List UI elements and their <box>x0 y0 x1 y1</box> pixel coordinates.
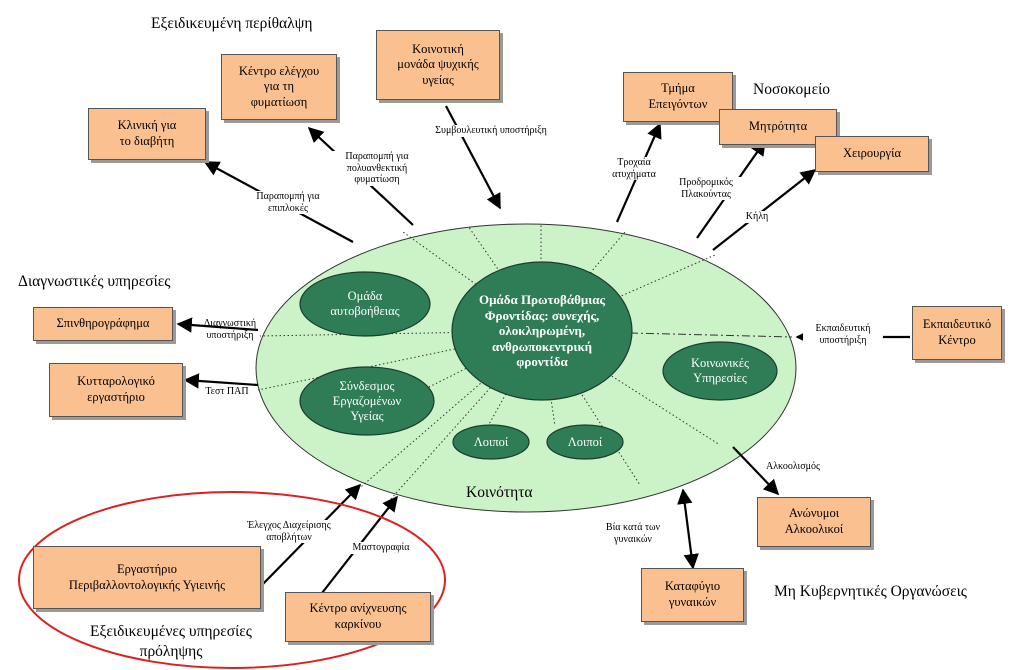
oval-primary-care: Ομάδα Πρωτοβάθμιας Φροντίδας: συνεχής, ο… <box>450 260 634 402</box>
box-surgery: Χειρουργία <box>815 136 929 172</box>
oval-self-help-shape <box>299 271 431 337</box>
label-counseling-support: Συμβουλευτική υποστήριξη <box>416 125 566 137</box>
oval-primary-care-label: Ομάδα Πρωτοβάθμιας Φροντίδας: συνεχής, ο… <box>478 292 606 370</box>
oval-social-services-shape <box>662 341 778 401</box>
oval-others-1-label: Λοιποί <box>473 434 509 449</box>
box-spirometry: Σπινθηρογράφημα <box>33 307 173 341</box>
box-training-center: Εκπαιδευτικό Κέντρο <box>912 306 1002 360</box>
label-alcoholism: Αλκοολισμός <box>766 461 820 472</box>
label-educational-support: Εκπαιδευτική υποστήριξη <box>803 323 883 346</box>
prevention-ring <box>18 491 446 669</box>
oval-social-services-label: Κοινωνικές Υπηρεσίες <box>690 356 750 385</box>
oval-others-1-shape <box>452 424 530 460</box>
label-hernia: Κήλη <box>741 211 773 223</box>
label-violence-women: Βία κατά των γυναικών <box>592 522 674 545</box>
oval-self-help: Ομάδα αυτοβοήθειας <box>298 270 432 338</box>
box-mental-health-unit: Κοινοτική μονάδα ψυχικής υγείας <box>376 30 500 100</box>
oval-others-1: Λοιποί <box>451 423 531 461</box>
oval-workers-union-label: Σύνδεσμος Εργαζομένων Υγείας <box>332 378 402 423</box>
box-cytology-lab: Κυτταρολογικό εργαστήριο <box>49 363 183 417</box>
label-placenta-previa: Προδρομικός Πλακούντας <box>670 177 742 200</box>
oval-others-2: Λοιποί <box>545 423 625 461</box>
oval-workers-union: Σύνδεσμος Εργαζομένων Υγείας <box>298 365 436 437</box>
heading-specialized-care: Εξειδικευμένη περίθαλψη <box>151 15 313 32</box>
oval-social-services: Κοινωνικές Υπηρεσίες <box>661 340 779 402</box>
heading-diagnostic-services: Διαγνωστικές υπηρεσίες <box>18 273 171 290</box>
label-diagnostic-support: Διαγνωστική υποστήριξη <box>203 318 257 341</box>
label-pap-test: Τεστ ΠΑΠ <box>200 386 254 398</box>
oval-self-help-label: Ομάδα αυτοβοήθειας <box>330 289 400 318</box>
oval-workers-union-shape <box>299 366 435 436</box>
oval-others-2-label: Λοιποί <box>567 434 603 449</box>
oval-primary-care-shape <box>451 261 633 401</box>
box-emergency-dept: Τμήμα Επειγόντων <box>623 72 733 122</box>
box-women-shelter: Καταφύγιο γυναικών <box>641 568 744 622</box>
box-env-health-lab: Εργαστήριο Περιβαλλοντολογικής Υγιεινής <box>33 546 261 609</box>
label-mammography: Μαστογραφία <box>343 542 419 554</box>
box-tb-center: Κέντρο ελέγχου για τη φυματίωση <box>221 54 337 120</box>
label-complications-referral: Παραπομπή για επιπλοκές <box>246 191 330 214</box>
heading-community: Κοινότητα <box>466 484 533 501</box>
label-road-accidents: Τροχαία ατυχήματα <box>604 157 664 180</box>
box-cancer-screening: Κέντρο ανίχνευσης καρκίνου <box>285 592 431 642</box>
label-mdr-tb-referral: Παραπομπή για πολυανθεκτική φυματίωση <box>332 151 422 186</box>
box-alcoholics-anonymous: Ανώνυμοι Αλκοολικοί <box>757 497 871 547</box>
training-dashdot-line <box>629 332 793 338</box>
box-diabetes-clinic: Κλινική για το διαβήτη <box>88 108 206 160</box>
heading-prevention-services: Εξειδικευμένες υπηρεσίες πρόληψης <box>90 623 252 661</box>
heading-hospital: Νοσοκομείο <box>753 81 831 98</box>
heading-ngos: Μη Κυβερνητικές Οργανώσεις <box>774 583 967 600</box>
label-waste-management: Έλεγχος Διαχείρισης αποβλήτων <box>233 520 345 543</box>
oval-others-2-shape <box>546 424 624 460</box>
